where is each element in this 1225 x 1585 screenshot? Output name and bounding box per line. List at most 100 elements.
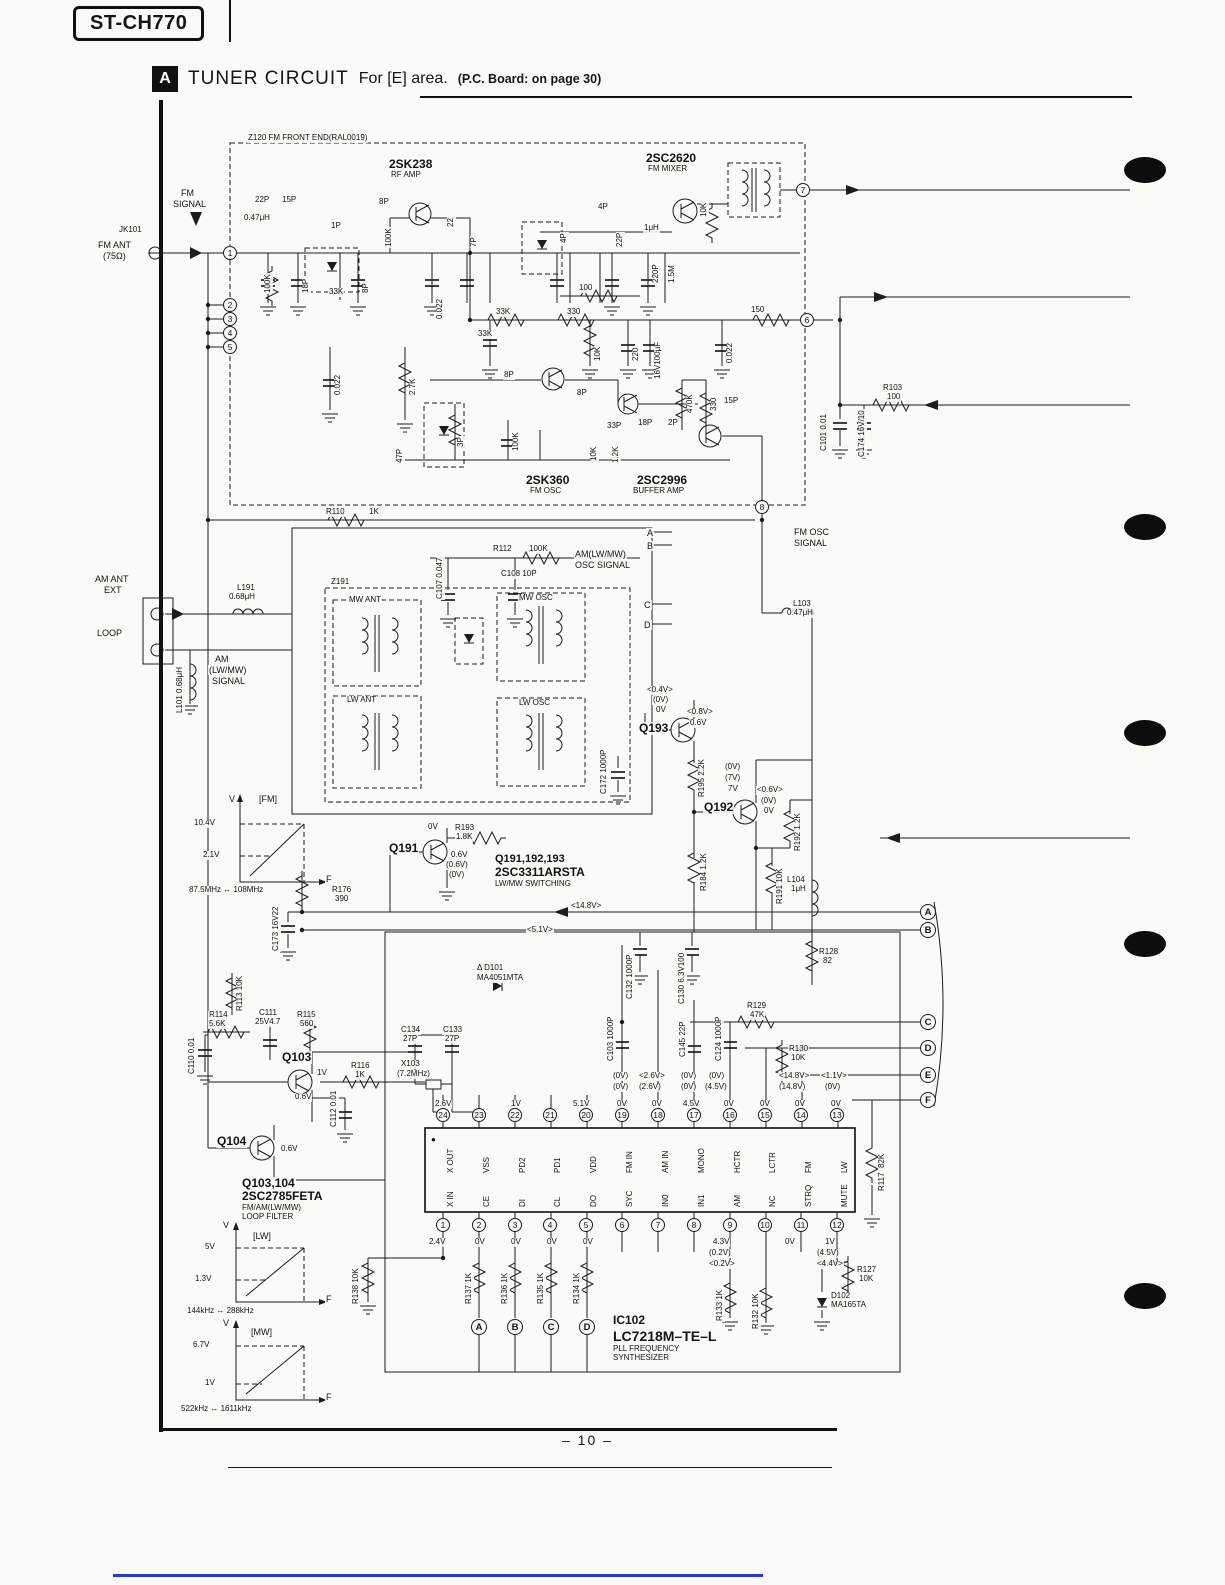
- schematic-label: R117 82K: [877, 1152, 887, 1192]
- schematic-label: Δ D101: [476, 963, 505, 973]
- schematic-label: BUFFER AMP: [632, 486, 686, 496]
- schematic-label: LOOP FILTER: [241, 1212, 295, 1222]
- schematic-label: C124 1000P: [714, 1015, 724, 1062]
- ic102-pin-label-1: X IN: [446, 1190, 456, 1208]
- page-number: – 10 –: [562, 1432, 613, 1448]
- schematic-label: FM: [180, 188, 195, 199]
- section-header: A TUNER CIRCUIT For [E] area. (P.C. Boar…: [152, 66, 601, 92]
- schematic-label: (0V): [824, 1082, 842, 1092]
- schematic-label: FM OSC: [529, 486, 563, 496]
- schematic-label: Q103: [281, 1050, 313, 1065]
- schematic-label: C101 0.01: [819, 413, 829, 452]
- schematic-label: 1V: [316, 1068, 328, 1078]
- ic102-ref: IC102: [613, 1313, 646, 1327]
- node-C: C: [543, 1319, 559, 1335]
- schematic-label: <0.8V>: [686, 707, 714, 717]
- ic102-pin-16: 16: [723, 1108, 737, 1122]
- section-title: TUNER CIRCUIT: [188, 68, 349, 89]
- schematic-label: C: [643, 600, 652, 611]
- footer-thin-line: [228, 1467, 832, 1468]
- schematic-label: 5.6K: [208, 1019, 227, 1029]
- schematic-label: Q192: [703, 800, 735, 815]
- schematic-label: 0V: [546, 1237, 558, 1247]
- node-D: D: [579, 1319, 595, 1335]
- schematic-label: (2.6V): [638, 1082, 662, 1092]
- connector-pin-4: 4: [223, 326, 237, 340]
- schematic-label: 4P: [559, 232, 569, 244]
- ic102-pin-18: 18: [651, 1108, 665, 1122]
- ic102-pin-label-19: FM IN: [625, 1150, 635, 1174]
- schematic-label: 0.022: [725, 341, 735, 364]
- node-F: F: [920, 1092, 936, 1108]
- schematic-label: C107 0.047: [435, 556, 445, 600]
- schematic-label: 5.1V: [572, 1099, 591, 1109]
- schematic-label: 82: [822, 956, 833, 966]
- schematic-label: R130: [788, 1044, 810, 1054]
- section-note: (P.C. Board: on page 30): [457, 72, 602, 86]
- schematic-label: (7.2MHz): [396, 1069, 431, 1079]
- schematic-label: R133 1K: [715, 1288, 725, 1322]
- schematic-label: <0.2V>: [708, 1259, 736, 1269]
- schematic-label: 2SC2785FETA: [241, 1189, 324, 1204]
- schematic-label: (0V): [680, 1071, 698, 1081]
- schematic-label: 8P: [361, 282, 371, 294]
- schematic-label: 0V: [427, 822, 439, 832]
- schematic-label: MW OSC: [518, 593, 554, 603]
- schematic-label: R116: [350, 1061, 371, 1071]
- schematic-label: LOOP: [96, 628, 124, 639]
- schematic-label: R114: [208, 1010, 229, 1020]
- ic102-pin-13: 13: [830, 1108, 844, 1122]
- schematic-label: 0.47μH: [243, 213, 271, 223]
- graph-axis-f: F: [325, 1294, 333, 1305]
- schematic-label: 2.4V: [428, 1237, 447, 1247]
- schematic-label: 2SK360: [525, 473, 571, 488]
- schematic-left-border: [159, 100, 163, 1432]
- schematic-label: 2SK238: [388, 157, 434, 172]
- schematic-label: EXT: [103, 585, 123, 596]
- ic102-pin-label-23: VSS: [482, 1155, 492, 1174]
- schematic-label: 16V100μF: [653, 340, 663, 380]
- schematic-label: R134 1K: [572, 1271, 582, 1305]
- schematic-label: 100: [886, 392, 902, 402]
- schematic-label: 330: [566, 307, 582, 317]
- schematic-label: 25V4.7: [254, 1017, 282, 1027]
- schematic-label: C103 1000P: [606, 1015, 616, 1062]
- schematic-label: 0V: [794, 1099, 806, 1109]
- connector-pin-5: 5: [223, 340, 237, 354]
- schematic-label: (4.5V): [816, 1248, 840, 1258]
- schematic-label: 18P: [637, 418, 654, 428]
- schematic-label: R113 10K: [235, 975, 245, 1012]
- ic102-pin-19: 19: [615, 1108, 629, 1122]
- ic102-pin-22: 22: [508, 1108, 522, 1122]
- ic102-pin-label-17: MONO: [697, 1147, 707, 1174]
- ic102-pin-5: 5: [579, 1218, 593, 1232]
- schematic-label: MW ANT: [348, 595, 382, 605]
- schematic-label: R128: [818, 947, 840, 957]
- ic102-pin-label-14: FM: [804, 1160, 814, 1174]
- footer-blue-line: [113, 1574, 763, 1577]
- schematic-label: (0V): [680, 1082, 698, 1092]
- schematic-label: C108 10P: [500, 569, 538, 579]
- schematic-label: R129: [746, 1001, 768, 1011]
- schematic-label: R110: [325, 507, 346, 517]
- schematic-label: 2SC3311ARSTA: [494, 865, 586, 880]
- ic102-pin-1: 1: [436, 1218, 450, 1232]
- ic102-desc2: SYNTHESIZER: [613, 1353, 670, 1363]
- schematic-label: (0V): [724, 762, 742, 772]
- schematic-label: SIGNAL: [172, 199, 208, 210]
- schematic-label: 3P: [456, 436, 466, 448]
- ic102-pin-label-18: AM IN: [661, 1149, 671, 1174]
- graph-axis-v: V: [222, 1318, 231, 1329]
- node-D: D: [920, 1040, 936, 1056]
- schematic-label: R195 2.2K: [697, 758, 707, 798]
- model-number: ST-CH770: [73, 6, 205, 41]
- ic102-pin-label-5: DO: [589, 1194, 599, 1208]
- ic102-pin-label-24: X OUT: [446, 1147, 456, 1174]
- schematic-label: 10K: [858, 1274, 875, 1284]
- section-subtitle: For [E] area.: [358, 70, 448, 87]
- ic102-pin-10: 10: [758, 1218, 772, 1232]
- graph-band: [LW]: [252, 1231, 272, 1242]
- schematic-label: 4.3V: [712, 1237, 731, 1247]
- schematic-label: 2SC2996: [636, 473, 689, 488]
